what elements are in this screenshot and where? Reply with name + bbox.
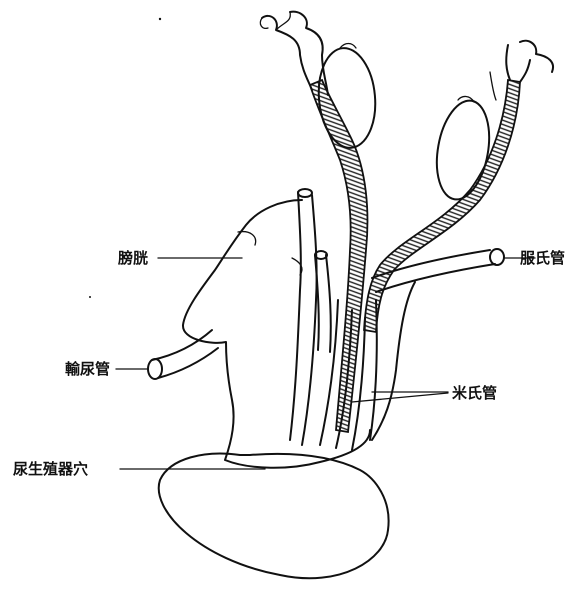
ureter-opening: [148, 359, 162, 379]
leader-mullerian-2: [352, 393, 448, 402]
mullerian-duct-striped-left: [310, 80, 367, 432]
label-ureter: 輸尿管: [65, 360, 110, 378]
oviduct-right: [506, 41, 553, 82]
wolffian-opening: [490, 249, 504, 265]
label-urogenital-opening: 尿生殖器穴: [13, 460, 88, 478]
label-mullerian-duct: 米氏管: [452, 384, 497, 402]
wolffian-duct-left: [290, 192, 317, 445]
cloaca-base: [159, 454, 389, 579]
label-bladder: 膀胱: [118, 249, 148, 267]
label-wolffian-duct: 服氏管: [520, 249, 565, 267]
mullerian-duct-striped-right: [364, 80, 520, 332]
